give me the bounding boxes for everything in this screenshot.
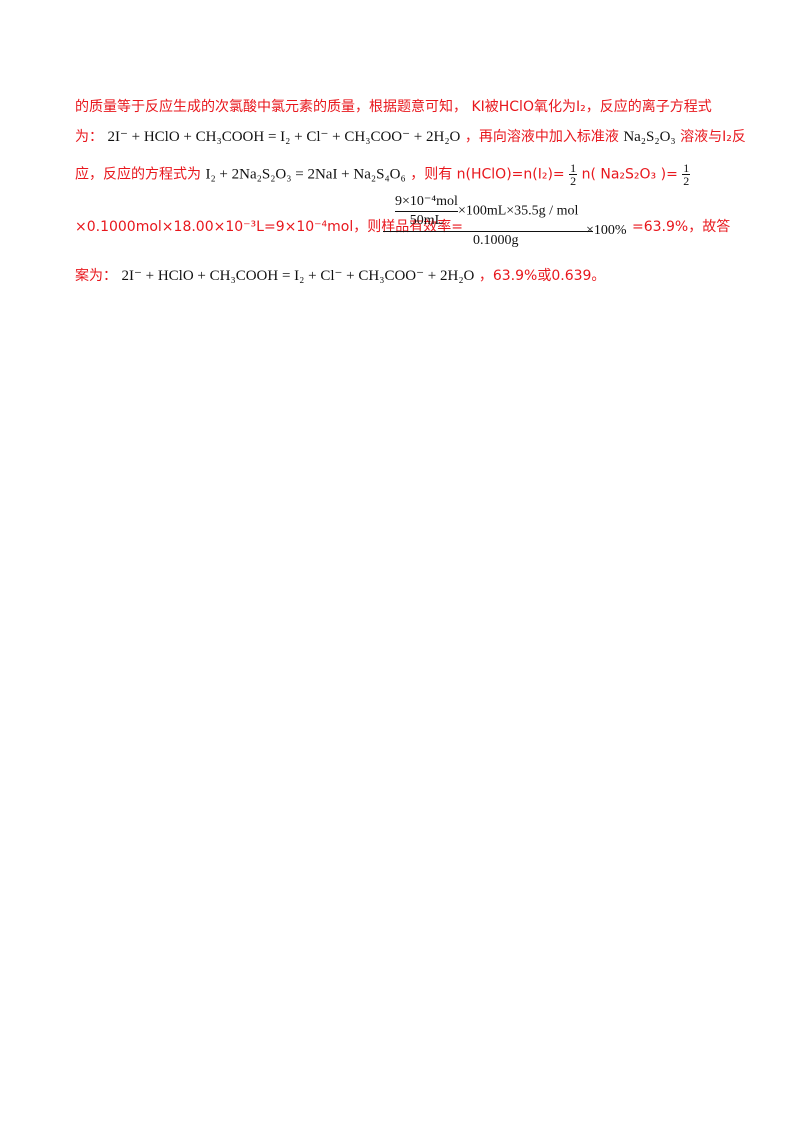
half-denominator: 2 [570, 174, 577, 188]
text-line-1: 的质量等于反应生成的次氯酸中氯元素的质量，根据题意可知， KI被HClO氧化为I… [75, 99, 712, 115]
inner-denominator: 50mL [409, 213, 444, 228]
half-denominator-2: 2 [683, 174, 690, 188]
inner-numerator: 9×10⁻⁴mol [395, 193, 458, 212]
fraction-denominator: 0.1000g [473, 233, 519, 248]
reagent-formula: Na₂S₂O₃ [623, 129, 676, 145]
line-3-mid: ，则有 n(HClO)=n(I₂)= [410, 166, 565, 183]
line-3-n: n( Na₂S₂O₃ )= [581, 166, 678, 183]
line-2-suffix: ，再向溶液中加入标准液 [464, 129, 619, 145]
half-numerator: 1 [569, 161, 578, 175]
fraction-numerator: 9×10⁻⁴mol 50mL ×100mL×35.5g / mol [395, 193, 578, 230]
line-4-prefix: ×0.1000mol×18.00×10⁻³L=9×10⁻⁴mol，则样品有效率= [75, 219, 463, 235]
line-5-suffix: ，63.9%或0.639。 [478, 268, 606, 284]
text-line-3: 应，反应的方程式为 I₂ + 2Na₂S₂O₃ = 2NaI + Na₂S₄O₆… [75, 161, 691, 188]
text-line-5: 案为： 2I⁻ + HClO + CH₃COOH = I₂ + Cl⁻ + CH… [75, 266, 605, 286]
half-numerator-2: 1 [682, 161, 691, 175]
times-hundred-percent: ×100% [586, 223, 627, 238]
ionic-equation-answer: 2I⁻ + HClO + CH₃COOH = I₂ + Cl⁻ + CH₃COO… [121, 268, 475, 284]
line-5-prefix: 案为： [75, 268, 117, 284]
ionic-equation: 2I⁻ + HClO + CH₃COOH = I₂ + Cl⁻ + CH₃COO… [107, 129, 461, 145]
line-2-prefix: 为： [75, 129, 103, 145]
half-fraction: 1 2 [569, 161, 578, 188]
line-2-end: 溶液与I₂反 [680, 129, 746, 145]
inner-fraction: 9×10⁻⁴mol 50mL [395, 193, 458, 230]
fraction-bar [383, 231, 593, 232]
text-line-2: 为： 2I⁻ + HClO + CH₃COOH = I₂ + Cl⁻ + CH₃… [75, 127, 746, 147]
line-4-suffix: =63.9%，故答 [632, 219, 731, 235]
thiosulfate-equation: I₂ + 2Na₂S₂O₃ = 2NaI + Na₂S₄O₆ [205, 166, 406, 183]
line-3-prefix: 应，反应的方程式为 [75, 166, 201, 183]
half-fraction-2: 1 2 [682, 161, 691, 188]
numerator-rest: ×100mL×35.5g / mol [457, 203, 579, 219]
